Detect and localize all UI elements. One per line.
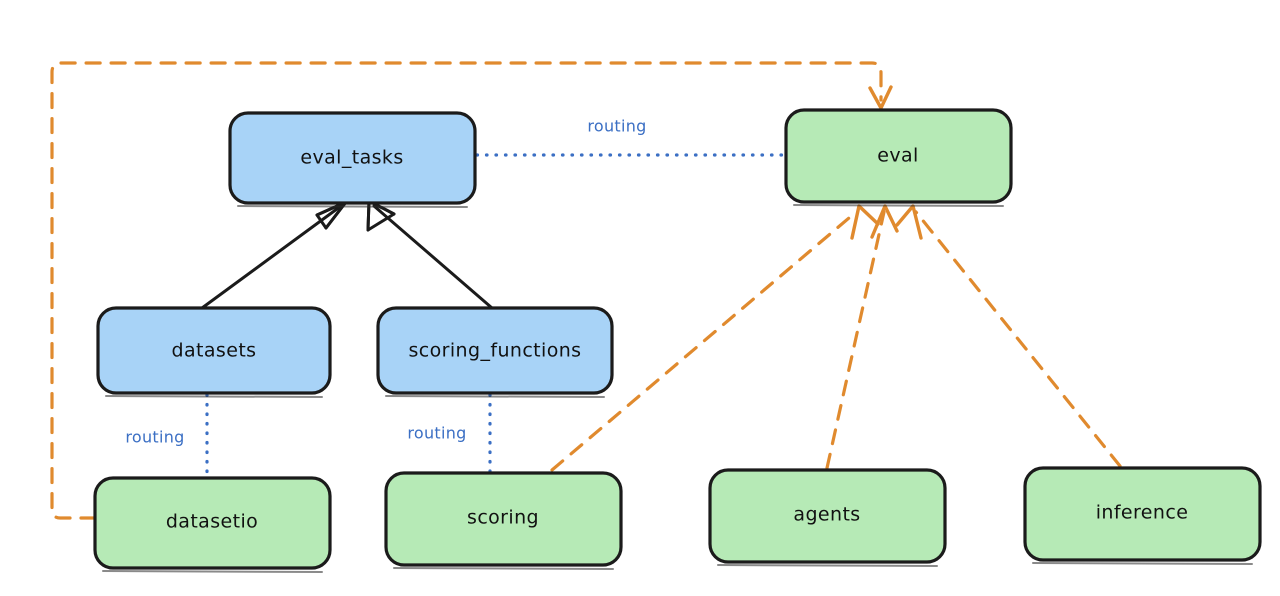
node-scoring_functions[interactable]: scoring_functions [376,306,614,398]
edge-datasetio-to-eval [50,61,893,520]
node-inference[interactable]: inference [1023,466,1262,565]
edge-scoring_functions-to-eval_tasks [366,199,494,310]
edge-label-routing-scoring_functions-scoring: routing [407,424,466,443]
edge-label-routing-datasets-datasetio: routing [125,428,184,447]
edge-agents-to-eval [825,204,899,470]
node-label-agents: agents [793,504,860,526]
node-label-datasets: datasets [172,340,257,362]
node-label-datasetio: datasetio [166,511,258,533]
node-scoring[interactable]: scoring [384,471,623,570]
node-label-inference: inference [1096,502,1189,524]
node-label-scoring: scoring [467,507,539,529]
edge-datasets-to-eval_tasks [200,200,348,310]
node-agents[interactable]: agents [708,468,947,567]
node-label-eval_tasks: eval_tasks [300,147,403,169]
node-datasets[interactable]: datasets [96,306,332,398]
node-label-eval: eval [877,145,918,167]
edge-label-routing-eval_tasks-eval: routing [587,117,646,136]
node-datasetio[interactable]: datasetio [93,476,332,573]
node-label-scoring_functions: scoring_functions [409,340,582,362]
node-eval_tasks[interactable]: eval_tasks [228,111,477,208]
node-eval[interactable]: eval [784,108,1013,207]
edge-inference-to-eval [895,204,1122,468]
